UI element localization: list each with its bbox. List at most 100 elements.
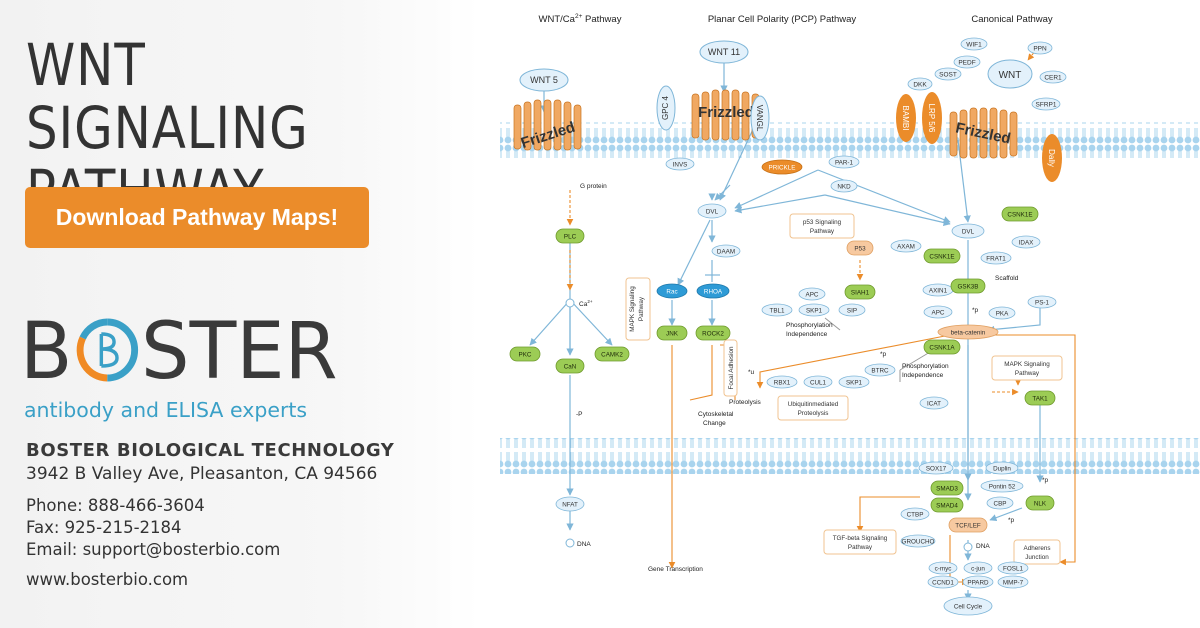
node-plc: PLC bbox=[555, 228, 585, 244]
node-label-ccnd1: CCND1 bbox=[932, 579, 954, 586]
svg-text:TGF-beta Signaling: TGF-beta Signaling bbox=[833, 535, 888, 542]
node-label-rock2: ROCK2 bbox=[702, 330, 724, 337]
node-daam: DAAM bbox=[711, 244, 741, 258]
email-address[interactable]: Email: support@bosterbio.com bbox=[26, 540, 281, 559]
svg-text:Proteolysis: Proteolysis bbox=[798, 410, 829, 417]
svg-text:SOST: SOST bbox=[939, 72, 957, 79]
node-label-icat: ICAT bbox=[927, 400, 941, 407]
node-label-rhoa: RHOA bbox=[704, 288, 723, 295]
header-canonical: Canonical Pathway bbox=[971, 14, 1053, 25]
node-label-smad3: SMAD3 bbox=[936, 485, 958, 492]
node-ccnd1: CCND1 bbox=[927, 575, 959, 589]
header-wnt-ca: WNT/Ca2+ Pathway bbox=[539, 13, 622, 25]
node-label-dvl-right: DVL bbox=[962, 228, 975, 235]
svg-text:Pathway: Pathway bbox=[638, 296, 645, 321]
svg-text:Junction: Junction bbox=[1025, 554, 1049, 561]
svg-text:BAMBI: BAMBI bbox=[901, 106, 910, 131]
svg-text:WNT 11: WNT 11 bbox=[708, 47, 740, 57]
node-apc-right: APC bbox=[923, 305, 953, 319]
node-label-p53: P53 bbox=[854, 245, 866, 252]
node-beta-catenin: beta-catenin bbox=[937, 324, 999, 340]
label-phospho-mid-1: Phosphorylation bbox=[786, 322, 833, 329]
node-p53: P53 bbox=[846, 240, 874, 256]
node-label-cbp: CBP bbox=[994, 500, 1007, 507]
node-label-duplin: Duplin bbox=[993, 465, 1011, 472]
node-label-csnk1a: CSNK1A bbox=[929, 344, 955, 351]
node-label-dvl-mid: DVL bbox=[706, 208, 719, 215]
label-minus-p: -P bbox=[576, 411, 583, 418]
svg-text:p53 Signaling: p53 Signaling bbox=[803, 219, 842, 226]
node-label-cjun: c-jun bbox=[971, 565, 985, 572]
node-smad3: SMAD3 bbox=[930, 480, 964, 496]
svg-text:Adherens: Adherens bbox=[1024, 545, 1051, 552]
node-label-csnk1e: CSNK1E bbox=[929, 253, 954, 260]
node-label-gsk3b: GSK3B bbox=[958, 283, 979, 290]
node-label-beta-catenin: beta-catenin bbox=[951, 329, 986, 336]
node-gsk3b: GSK3B bbox=[950, 278, 986, 294]
label-gene-transcription: Gene Transcription bbox=[648, 566, 703, 573]
node-dvl-mid: DVL bbox=[697, 203, 727, 219]
node-dvl-right: DVL bbox=[951, 223, 985, 239]
label-phospho-mid-2: Independence bbox=[786, 331, 828, 338]
phone-number: Phone: 888-466-3604 bbox=[26, 496, 205, 515]
node-duplin: Duplin bbox=[985, 461, 1019, 475]
node-rock2: ROCK2 bbox=[695, 325, 731, 341]
svg-text:VANGL: VANGL bbox=[755, 105, 764, 132]
node-csnk1a: CSNK1A bbox=[923, 339, 961, 355]
node-label-cmyc: c-myc bbox=[935, 565, 952, 572]
boster-logo: B STER bbox=[20, 313, 338, 391]
node-apc-mid: APC bbox=[798, 287, 826, 301]
node-label-rac: Rac bbox=[666, 288, 677, 295]
svg-text:CER1: CER1 bbox=[1044, 75, 1062, 82]
node-groucho: GROUCHO bbox=[900, 534, 936, 548]
node-sost: SOST bbox=[934, 67, 962, 81]
node-smad4: SMAD4 bbox=[930, 497, 964, 513]
logo-o-icon bbox=[74, 316, 139, 388]
node-cmyc: c-myc bbox=[928, 561, 958, 575]
node-label-pontin52: Pontin 52 bbox=[989, 483, 1016, 490]
website-link[interactable]: www.bosterbio.com bbox=[26, 570, 189, 589]
node-idax: IDAX bbox=[1011, 235, 1041, 249]
svg-text:Frizzled: Frizzled bbox=[698, 104, 754, 121]
label-dna-right: DNA bbox=[976, 543, 990, 550]
svg-text:Pathway: Pathway bbox=[848, 544, 873, 551]
label-proteolysis: Proteolysis bbox=[729, 399, 762, 406]
label-g-protein: G protein bbox=[580, 183, 607, 190]
node-label-skp1-mid: SKP1 bbox=[806, 307, 823, 314]
node-sox17: SOX17 bbox=[918, 461, 954, 475]
label-scaffold: Scaffold bbox=[995, 275, 1019, 282]
label-ca: Ca2+ bbox=[579, 299, 593, 308]
frizzled-receptor-middle: Frizzled bbox=[691, 89, 760, 141]
label-cytoskeletal-2: Change bbox=[703, 420, 726, 427]
node-frat1: FRAT1 bbox=[980, 251, 1012, 265]
download-pathway-maps-button[interactable]: Download Pathway Maps! bbox=[25, 187, 369, 248]
node-dkk: DKK bbox=[907, 77, 933, 91]
node-label-ps1: PS-1 bbox=[1035, 299, 1049, 306]
node-prickle: PRICKLE bbox=[761, 159, 803, 175]
node-label-btrc: BTRC bbox=[871, 367, 889, 374]
node-label-pka: PKA bbox=[996, 310, 1009, 317]
svg-text:WNT 5: WNT 5 bbox=[530, 75, 558, 85]
node-axam: AXAM bbox=[890, 239, 922, 253]
node-label-cul1: CUL1 bbox=[810, 379, 827, 386]
node-label-cell-cycle: Cell Cycle bbox=[954, 603, 983, 610]
node-skp1-low: SKP1 bbox=[838, 375, 870, 389]
node-label-ctbp: CTBP bbox=[907, 511, 924, 518]
node-tbl1: TBL1 bbox=[761, 303, 793, 317]
node-fosl1: FOSL1 bbox=[997, 561, 1029, 575]
node-label-apc-right: APC bbox=[932, 309, 945, 316]
node-cer1: CER1 bbox=[1039, 70, 1067, 84]
svg-text:MAPK Signaling: MAPK Signaling bbox=[1004, 361, 1050, 368]
node-csnk1e: CSNK1E bbox=[923, 248, 961, 264]
dally-receptor: Dally bbox=[1042, 134, 1062, 182]
svg-text:SFRP1: SFRP1 bbox=[1036, 102, 1057, 109]
svg-text:GPC 4: GPC 4 bbox=[661, 95, 670, 120]
svg-text:LRP 5/6: LRP 5/6 bbox=[927, 104, 936, 133]
label-phospho-right-1: Phosphorylation bbox=[902, 363, 949, 370]
svg-text:WNT: WNT bbox=[999, 70, 1022, 81]
node-ps1: PS-1 bbox=[1027, 295, 1057, 309]
gpc4-receptor: GPC 4 bbox=[656, 85, 676, 131]
